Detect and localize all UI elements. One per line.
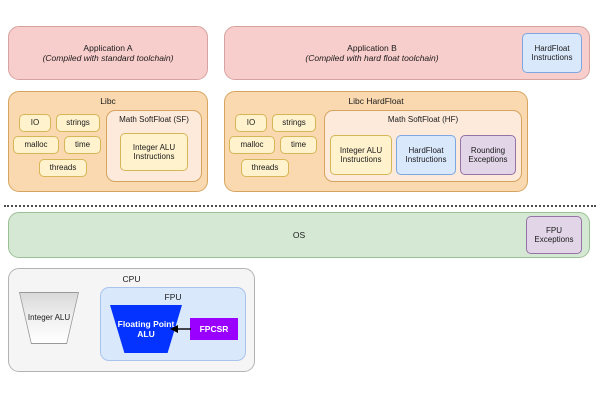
application-b-label: Application B (Compiled with hard float … (305, 43, 438, 63)
math-hf-chip-integer-alu-instructions[interactable]: Integer ALU Instructions (330, 135, 392, 175)
application-a-subtitle: (Compiled with standard toolchain) (42, 53, 174, 63)
application-b-name: Application B (347, 42, 397, 53)
libc-chip-threads[interactable]: threads (39, 159, 87, 177)
hardware-software-divider (4, 205, 596, 207)
math-hf-chip-hardfloat-instructions[interactable]: HardFloat Instructions (396, 135, 456, 175)
application-a-label: Application A (Compiled with standard to… (43, 43, 174, 63)
libc-chip-time[interactable]: time (64, 136, 101, 154)
hardfloat-instructions-badge[interactable]: HardFloat Instructions (522, 33, 582, 73)
libc-title: Libc (100, 96, 116, 106)
libc-chip-io[interactable]: IO (19, 114, 51, 132)
fpu-exceptions-badge[interactable]: FPU Exceptions (526, 216, 582, 254)
os-box[interactable]: OS (8, 212, 590, 258)
fpcsr-to-fp-alu-arrow (170, 325, 191, 333)
math-softfloat-hf-title: Math SoftFloat (HF) (387, 115, 459, 124)
libc-chip-strings[interactable]: strings (56, 114, 100, 132)
floating-point-alu-label: Floating Point ALU (117, 318, 175, 339)
application-a-name: Application A (83, 42, 133, 53)
math-softfloat-sf-title: Math SoftFloat (SF) (119, 115, 189, 124)
libc-hf-chip-io[interactable]: IO (235, 114, 267, 132)
libc-hf-chip-malloc[interactable]: malloc (229, 136, 275, 154)
libc-hardfloat-title: Libc HardFloat (348, 96, 404, 106)
integer-alu-label: Integer ALU (27, 313, 71, 323)
libc-hf-chip-strings[interactable]: strings (272, 114, 316, 132)
cpu-title: CPU (122, 274, 141, 284)
application-b-subtitle: (Compiled with hard float toolchain) (305, 53, 439, 63)
math-sf-chip-integer-alu-instructions[interactable]: Integer ALU Instructions (120, 133, 188, 171)
libc-hf-chip-time[interactable]: time (280, 136, 317, 154)
fpcsr-box[interactable]: FPCSR (190, 318, 238, 340)
libc-chip-malloc[interactable]: malloc (13, 136, 59, 154)
math-hf-chip-rounding-exceptions[interactable]: Rounding Exceptions (460, 135, 516, 175)
application-a-box[interactable]: Application A (Compiled with standard to… (8, 26, 208, 80)
fpu-title: FPU (164, 292, 182, 302)
integer-alu-shape[interactable]: Integer ALU (20, 293, 78, 343)
libc-hf-chip-threads[interactable]: threads (241, 159, 289, 177)
